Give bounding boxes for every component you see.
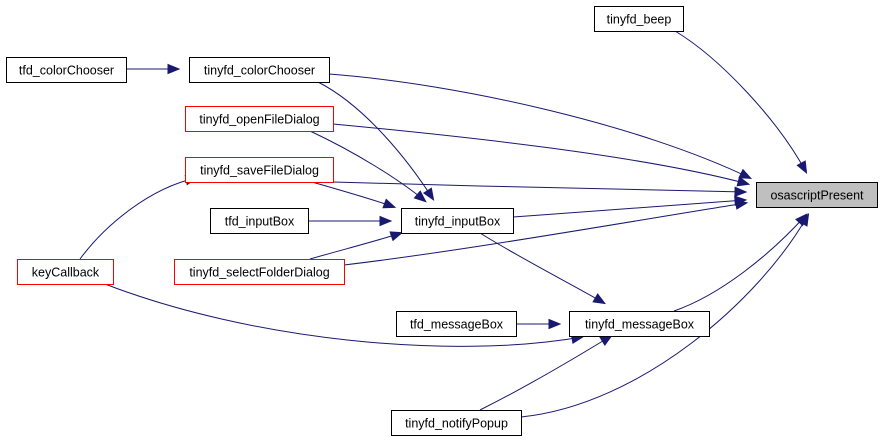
edge-tinyfd_notifyPopup-to-tinyfd_messageBox (479, 334, 613, 411)
edge-tfd_inputBox-to-tinyfd_inputBox (308, 215, 393, 227)
node-tinyfd_selectFolderDialog[interactable]: tinyfd_selectFolderDialog (174, 259, 345, 285)
node-box (185, 106, 334, 132)
node-label: tfd_messageBox (410, 318, 504, 332)
edge-line (479, 335, 612, 411)
node-osascriptPresent[interactable]: osascriptPresent (756, 182, 878, 208)
node-box (594, 6, 684, 32)
node-box (17, 259, 114, 285)
node-label: tinyfd_notifyPopup (405, 417, 508, 431)
edge-tinyfd_openFileDialog-to-tinyfd_inputBox (309, 130, 427, 203)
node-label: tinyfd_saveFileDialog (200, 164, 319, 178)
node-keyCallback[interactable]: keyCallback (17, 259, 114, 285)
node-label: osascriptPresent (770, 189, 864, 203)
arrowhead-icon (798, 212, 810, 227)
node-label: tinyfd_colorChooser (204, 64, 315, 78)
node-tinyfd_openFileDialog[interactable]: tinyfd_openFileDialog (185, 106, 334, 132)
node-box (6, 57, 127, 83)
node-box (174, 259, 345, 285)
edge-line (479, 232, 605, 304)
arrowhead-icon (736, 176, 751, 187)
edge-line (343, 202, 747, 266)
edge-line (79, 177, 197, 260)
node-tinyfd_notifyPopup[interactable]: tinyfd_notifyPopup (391, 410, 522, 436)
edge-tinyfd_inputBox-to-osascriptPresent (512, 195, 748, 218)
edge-line (317, 81, 434, 200)
arrowhead-icon (796, 160, 808, 175)
arrowhead-icon (382, 198, 397, 209)
edge-line (332, 123, 749, 185)
edge-line (520, 214, 809, 418)
node-tinyfd_beep[interactable]: tinyfd_beep (594, 6, 684, 32)
edge-tinyfd_colorChooser-to-osascriptPresent (328, 73, 753, 180)
edge-line (311, 181, 395, 208)
node-tinyfd_messageBox[interactable]: tinyfd_messageBox (569, 311, 710, 337)
edge-tinyfd_selectFolderDialog-to-osascriptPresent (343, 199, 749, 266)
node-box (396, 311, 517, 337)
node-tinyfd_inputBox[interactable]: tinyfd_inputBox (401, 208, 514, 234)
edge-line (512, 199, 746, 218)
arrowhead-icon (422, 187, 435, 201)
edge-line (332, 181, 746, 193)
node-tinyfd_saveFileDialog[interactable]: tinyfd_saveFileDialog (185, 157, 334, 183)
arrowhead-icon (592, 293, 607, 305)
edge-line (673, 214, 807, 312)
node-tfd_messageBox[interactable]: tfd_messageBox (396, 311, 517, 337)
arrowhead-icon (413, 190, 427, 203)
edge-tinyfd_selectFolderDialog-to-tinyfd_inputBox (309, 231, 404, 260)
node-label: tinyfd_messageBox (585, 318, 695, 332)
edge-tinyfd_saveFileDialog-to-tinyfd_inputBox (311, 181, 397, 209)
node-box (756, 182, 878, 208)
node-box (569, 311, 710, 337)
node-label: tinyfd_selectFolderDialog (189, 266, 329, 280)
edge-line (104, 283, 583, 347)
edge-line (309, 130, 426, 202)
node-tinyfd_colorChooser[interactable]: tinyfd_colorChooser (189, 57, 330, 83)
node-label: keyCallback (32, 266, 100, 280)
node-label: tinyfd_inputBox (415, 215, 501, 229)
node-box (210, 208, 309, 234)
edge-line (674, 30, 807, 173)
edge-line (309, 232, 402, 260)
arrowhead-icon (734, 199, 749, 210)
arrowhead-icon (738, 168, 753, 180)
edge-tinyfd_inputBox-to-tinyfd_messageBox (479, 232, 607, 305)
node-tfd_inputBox[interactable]: tfd_inputBox (210, 208, 309, 234)
arrowhead-icon (548, 318, 562, 330)
node-box (391, 410, 522, 436)
node-box (185, 157, 334, 183)
edge-tinyfd_saveFileDialog-to-osascriptPresent (332, 181, 748, 198)
node-label: tinyfd_openFileDialog (199, 113, 319, 127)
arrowhead-icon (389, 231, 404, 242)
edge-tinyfd_beep-to-osascriptPresent (674, 30, 808, 175)
node-tfd_colorChooser[interactable]: tfd_colorChooser (6, 57, 127, 83)
arrowhead-icon (167, 63, 181, 75)
node-label: tinyfd_beep (607, 13, 672, 27)
edge-keyCallback-to-tinyfd_saveFileDialog (79, 175, 199, 260)
arrowhead-icon (379, 215, 393, 227)
edge-tinyfd_notifyPopup-to-osascriptPresent (520, 212, 810, 418)
edge-tfd_colorChooser-to-tinyfd_colorChooser (126, 63, 181, 75)
edge-tinyfd_openFileDialog-to-osascriptPresent (332, 123, 751, 187)
node-label: tfd_colorChooser (19, 64, 114, 78)
node-box (401, 208, 514, 234)
edge-tfd_messageBox-to-tinyfd_messageBox (516, 318, 562, 330)
node-box (189, 57, 330, 83)
edge-line (328, 73, 751, 179)
edge-tinyfd_messageBox-to-osascriptPresent (673, 213, 808, 312)
arrowhead-icon (734, 186, 748, 198)
node-label: tfd_inputBox (225, 215, 295, 229)
